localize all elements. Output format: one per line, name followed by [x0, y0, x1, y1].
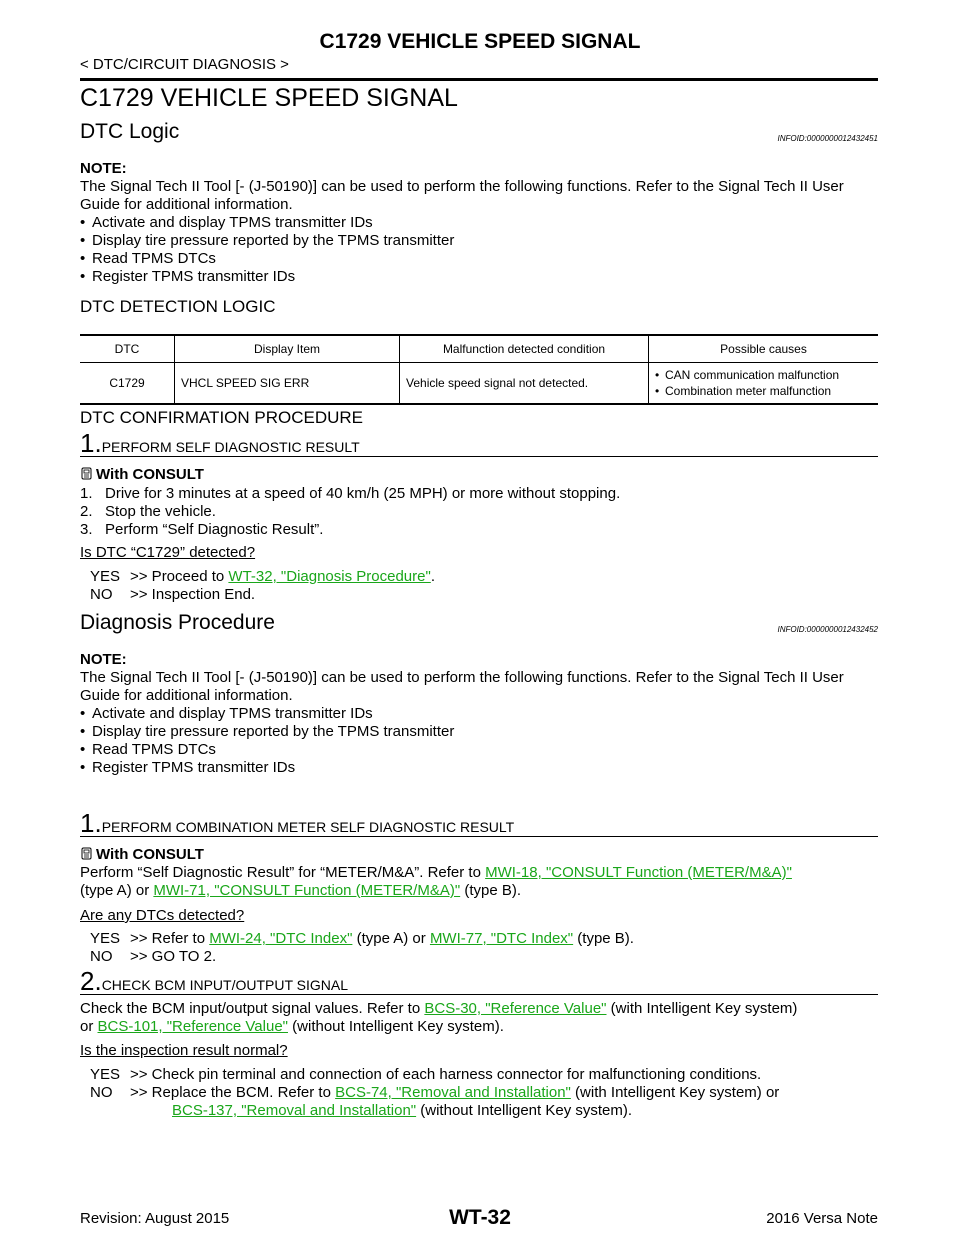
- step-question: Are any DTCs detected?: [80, 907, 245, 924]
- answer-block: YES>> Refer to MWI-24, "DTC Index" (type…: [90, 930, 634, 965]
- step-number: 2.: [80, 966, 102, 996]
- detection-logic-heading: DTC DETECTION LOGIC: [80, 297, 276, 316]
- diagnosis-infoid: INFOID:0000000012432452: [777, 625, 878, 634]
- mwi-71-link[interactable]: MWI-71, "CONSULT Function (METER/M&A)": [153, 882, 461, 899]
- list-item: Display tire pressure reported by the TP…: [80, 723, 880, 741]
- list-item: 3. Perform “Self Diagnostic Result”.: [80, 521, 324, 538]
- table-row: C1729 VHCL SPEED SIG ERR Vehicle speed s…: [80, 362, 878, 405]
- note-bullets: Activate and display TPMS transmitter ID…: [80, 705, 880, 777]
- mwi-18-link[interactable]: MWI-18, "CONSULT Function (METER/M&A)": [485, 864, 792, 881]
- diagnosis-heading: Diagnosis Procedure: [80, 611, 275, 634]
- dtc-logic-infoid: INFOID:0000000012432451: [777, 134, 878, 143]
- dtc-table: DTC Display Item Malfunction detected co…: [80, 334, 878, 405]
- cell-condition: Vehicle speed signal not detected.: [399, 362, 649, 405]
- step-label: PERFORM COMBINATION METER SELF DIAGNOSTI…: [101, 819, 515, 835]
- list-item: Display tire pressure reported by the TP…: [80, 232, 880, 250]
- answer-block: YES>> Proceed to WT-32, "Diagnosis Proce…: [90, 568, 435, 603]
- page-title: C1729 VEHICLE SPEED SIGNAL: [80, 84, 458, 112]
- answer-block: YES>> Check pin terminal and connection …: [90, 1066, 780, 1119]
- breadcrumb: < DTC/CIRCUIT DIAGNOSIS >: [80, 56, 289, 73]
- consult-line: With CONSULT: [80, 466, 204, 483]
- consult-line: With CONSULT: [80, 846, 204, 863]
- bcs-101-link[interactable]: BCS-101, "Reference Value": [97, 1018, 288, 1035]
- header-title: C1729 VEHICLE SPEED SIGNAL: [319, 30, 641, 53]
- list-item: Read TPMS DTCs: [80, 741, 880, 759]
- list-item: Activate and display TPMS transmitter ID…: [80, 214, 880, 232]
- step-number: 1.: [80, 808, 102, 838]
- diagnosis-note: NOTE: The Signal Tech II Tool [- (J-5019…: [80, 651, 880, 777]
- header-rule: [80, 78, 878, 81]
- mwi-77-link[interactable]: MWI-77, "DTC Index": [429, 930, 574, 947]
- step-question: Is the inspection result normal?: [80, 1042, 288, 1059]
- list-item: Combination meter malfunction: [655, 383, 872, 399]
- footer-revision: Revision: August 2015: [80, 1210, 230, 1227]
- dtc-logic-heading: DTC Logic: [80, 120, 180, 143]
- col-causes: Possible causes: [648, 334, 878, 363]
- cell-dtc: C1729: [80, 362, 175, 405]
- note-label: NOTE:: [80, 651, 127, 668]
- list-item: Read TPMS DTCs: [80, 250, 880, 268]
- list-item: 1. Drive for 3 minutes at a speed of 40 …: [80, 485, 621, 502]
- step-number: 1.: [80, 428, 102, 458]
- mwi-24-link[interactable]: MWI-24, "DTC Index": [209, 930, 353, 947]
- col-condition: Malfunction detected condition: [399, 334, 649, 363]
- step-header: 1.PERFORM COMBINATION METER SELF DIAGNOS…: [80, 808, 878, 838]
- list-item: Activate and display TPMS transmitter ID…: [80, 705, 880, 723]
- consult-tool-icon: [81, 467, 92, 480]
- note-label: NOTE:: [80, 160, 127, 177]
- bcs-30-link[interactable]: BCS-30, "Reference Value": [424, 1000, 607, 1017]
- dtc-logic-note: NOTE: The Signal Tech II Tool [- (J-5019…: [80, 160, 880, 286]
- step-instructions: Perform “Self Diagnostic Result” for “ME…: [80, 864, 792, 899]
- step-header: 2.CHECK BCM INPUT/OUTPUT SIGNAL: [80, 966, 878, 996]
- col-dtc: DTC: [80, 334, 175, 363]
- cell-causes: CAN communication malfunction Combinatio…: [648, 362, 878, 405]
- step-label: CHECK BCM INPUT/OUTPUT SIGNAL: [101, 977, 349, 993]
- step-label: PERFORM SELF DIAGNOSTIC RESULT: [101, 439, 360, 455]
- diagnosis-procedure-link[interactable]: WT-32, "Diagnosis Procedure": [228, 568, 431, 585]
- step-instructions: Check the BCM input/output signal values…: [80, 1000, 798, 1035]
- step-instructions: 1. Drive for 3 minutes at a speed of 40 …: [80, 485, 880, 539]
- bcs-137-link[interactable]: BCS-137, "Removal and Installation": [172, 1102, 417, 1119]
- cell-display-item: VHCL SPEED SIG ERR: [174, 362, 400, 405]
- list-item: Register TPMS transmitter IDs: [80, 268, 880, 286]
- consult-tool-icon: [81, 847, 92, 860]
- list-item: 2. Stop the vehicle.: [80, 503, 216, 520]
- list-item: Register TPMS transmitter IDs: [80, 759, 880, 777]
- step-question: Is DTC “C1729” detected?: [80, 544, 256, 561]
- step-header: 1.PERFORM SELF DIAGNOSTIC RESULT: [80, 428, 878, 458]
- col-display-item: Display Item: [174, 334, 400, 363]
- list-item: CAN communication malfunction: [655, 367, 872, 383]
- bcs-74-link[interactable]: BCS-74, "Removal and Installation": [335, 1084, 571, 1101]
- table-header-row: DTC Display Item Malfunction detected co…: [80, 334, 878, 363]
- confirmation-heading: DTC CONFIRMATION PROCEDURE: [80, 408, 364, 427]
- note-text: The Signal Tech II Tool [- (J-50190)] ca…: [80, 178, 844, 213]
- footer-model: 2016 Versa Note: [766, 1210, 878, 1227]
- note-text: The Signal Tech II Tool [- (J-50190)] ca…: [80, 669, 844, 704]
- footer-page-number: WT-32: [449, 1206, 511, 1229]
- note-bullets: Activate and display TPMS transmitter ID…: [80, 214, 880, 286]
